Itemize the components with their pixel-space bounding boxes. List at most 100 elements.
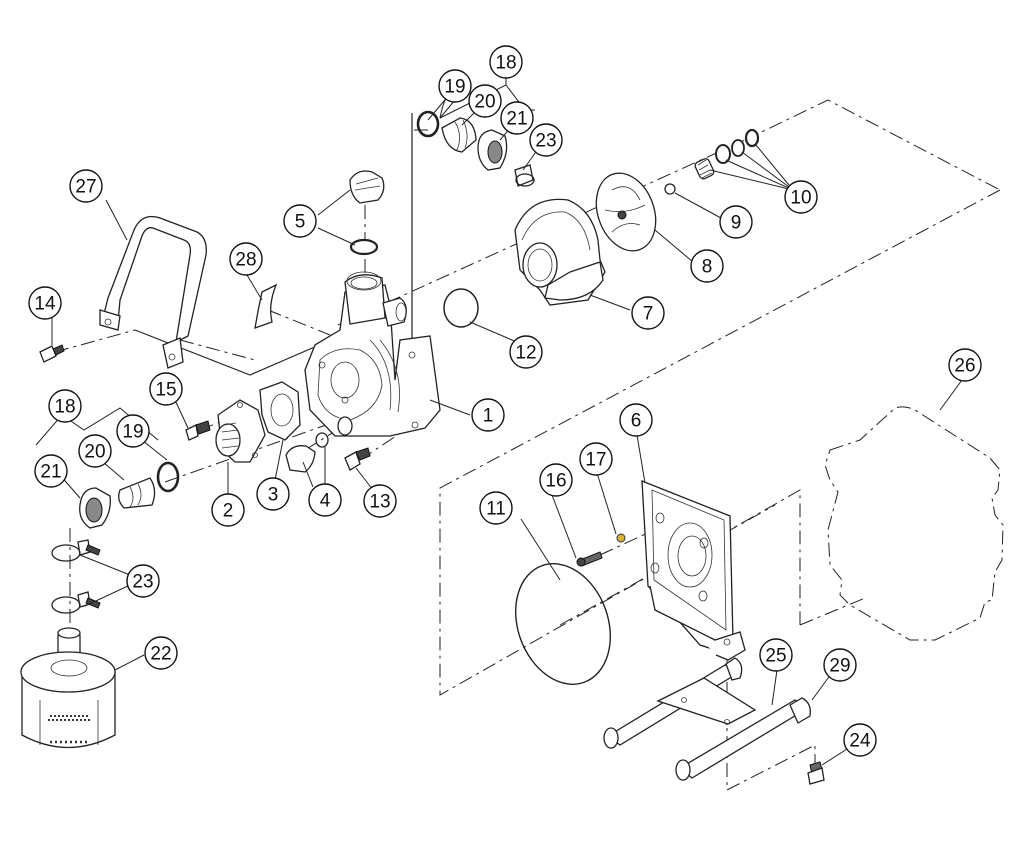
callout-label: 4 [320,491,331,512]
callout-20-left: 20 [78,434,112,468]
callout-label: 10 [790,188,811,209]
callout-label: 6 [631,411,642,432]
callout-label: 23 [132,572,153,593]
callout-25: 25 [759,638,793,672]
callout-label: 16 [545,471,566,492]
callout-label: 20 [474,92,495,113]
callout-label: 15 [155,380,176,401]
callout-7: 7 [631,296,665,330]
pump-casing [304,271,441,437]
callout-label: 12 [515,343,536,364]
callout-16: 16 [539,463,573,497]
callout-22: 22 [144,636,178,670]
drain-plug [285,432,329,473]
flange-bolt-13 [344,447,371,471]
decal-axis-line [267,309,331,336]
frame-foot-cap [789,697,811,724]
callout-21-left: 21 [34,454,68,488]
callout-label: 5 [295,212,306,233]
callout-2: 2 [211,493,245,527]
callout-label: 24 [849,731,871,752]
callout-27: 27 [69,169,103,203]
callout-6: 6 [619,403,653,437]
callout-3: 3 [256,477,290,511]
callout-label: 7 [643,304,654,325]
callout-21-top: 21 [500,101,534,135]
casing-o-ring [514,563,612,685]
impeller [595,172,657,252]
engine-mount-bracket [641,480,746,661]
strainer [20,627,116,749]
callout-label: 18 [54,397,75,418]
callout-12: 12 [509,335,543,369]
callout-10: 10 [784,180,818,214]
callout-label: 9 [731,213,742,234]
top-hose-coupling [416,110,535,187]
label-decal [254,283,278,329]
priming-plug [349,170,385,256]
callout-label: 21 [40,462,61,483]
shim-ring [664,183,676,195]
callout-19-left: 19 [116,414,150,448]
callout-13: 13 [363,484,397,518]
callout-label: 20 [84,442,105,463]
callout-26: 26 [948,348,982,382]
assembly-lines [54,99,1001,791]
leader-lines [35,75,963,766]
callout-1: 1 [471,398,505,432]
callout-5: 5 [283,204,317,238]
flange-bolt-15 [185,420,211,441]
carry-handle [99,215,207,369]
callout-19-top: 19 [438,69,472,103]
washer [616,533,626,543]
handle-axis-line-2 [179,339,256,361]
callout-label: 19 [122,422,143,443]
callout-23-left: 23 [126,564,160,598]
callout-label: 26 [954,356,975,377]
callout-4: 4 [308,483,342,517]
engine-outline [824,406,1004,641]
volute-o-ring [443,288,479,328]
callout-label: 17 [585,450,606,471]
mechanical-seal [694,128,760,180]
callout-label: 28 [235,250,256,271]
handle-bolt [39,344,65,363]
engine-frame-line [799,597,866,626]
callout-28: 28 [229,242,263,276]
callout-9: 9 [719,205,753,239]
callout-label: 25 [765,646,786,667]
callout-24: 24 [843,723,877,757]
callout-29: 29 [823,648,857,682]
callout-label: 3 [268,485,279,506]
hose-clamps [51,539,101,614]
callout-14: 14 [28,286,62,320]
callout-label: 1 [483,406,494,427]
frame-bolt [807,761,825,785]
callout-label: 11 [486,499,506,520]
callout-15: 15 [149,372,183,406]
callout-label: 18 [495,53,516,74]
cap-screw [576,551,603,567]
handle-axis-line [54,329,136,353]
callout-label: 13 [369,492,390,513]
base-frame [603,657,810,781]
callout-label: 19 [444,77,465,98]
callout-8: 8 [690,249,724,283]
callout-label: 8 [702,257,713,278]
callout-label: 27 [75,177,96,198]
callout-label: 23 [535,131,556,152]
callout-label: 29 [829,656,850,677]
callout-18-left: 18 [48,389,82,423]
outlet-flange [215,399,266,463]
seal-axis-line [744,99,1001,191]
callout-label: 21 [506,109,527,130]
callout-label: 14 [34,294,56,315]
flange-gasket [259,381,301,441]
callout-label: 2 [223,501,234,522]
callout-11: 11 [479,491,513,525]
callout-17: 17 [579,442,613,476]
callout-23-top: 23 [529,123,563,157]
callout-label: 22 [150,644,171,665]
bracket-frame-line [439,189,1001,696]
